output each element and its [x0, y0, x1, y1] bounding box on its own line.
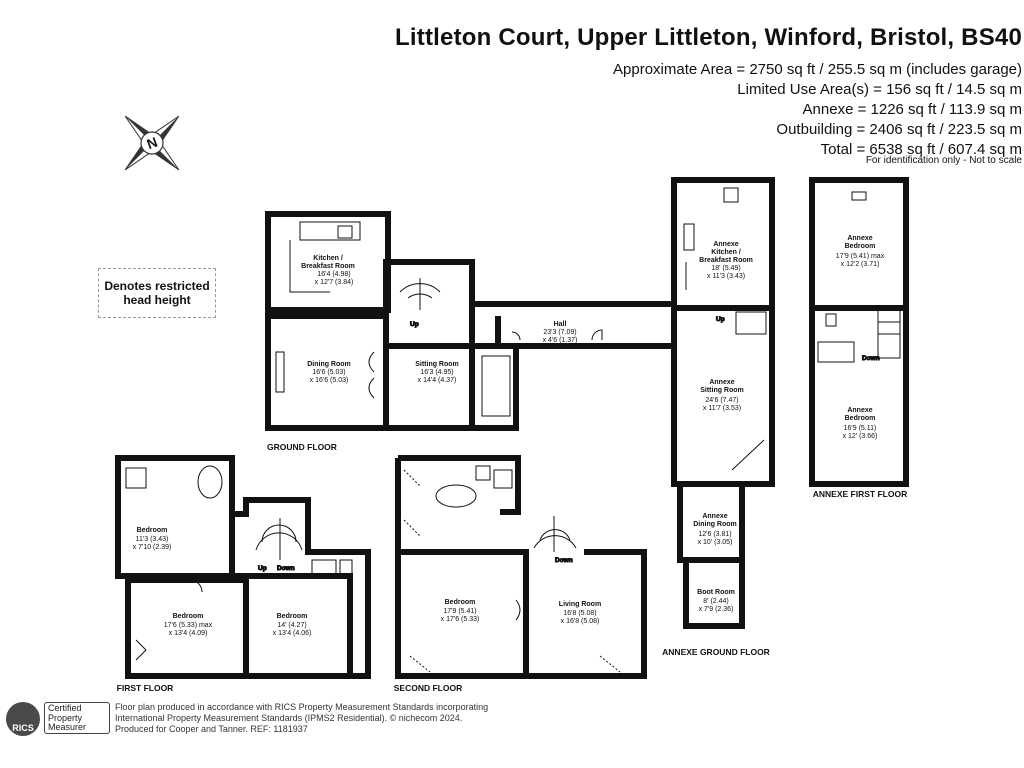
annexe-first-floor-details: [817, 309, 901, 363]
scale-note: For identification only - Not to scale: [865, 155, 1022, 166]
area-total: Total = 6538 sq ft / 607.4 sq m: [820, 141, 1022, 158]
area-limited-use: Limited Use Area(s) = 156 sq ft / 14.5 s…: [737, 81, 1022, 98]
hall-dim-2: x 4'6 (1.37): [543, 337, 578, 344]
ground-floor-plan: [265, 211, 676, 431]
ff-stair-down-label: Down: [277, 565, 295, 572]
annexe-dining-name-1: Annexe: [702, 513, 727, 520]
dining-name: Dining Room: [307, 361, 351, 368]
room-labels: Kitchen / Breakfast Room 16'4 (4.98) x 1…: [133, 235, 885, 637]
sf-living-name: Living Room: [559, 601, 601, 608]
area-summary: Approximate Area = 2750 sq ft / 255.5 sq…: [613, 60, 1022, 160]
sitting-name: Sitting Room: [415, 361, 459, 368]
boot-room-name: Boot Room: [697, 589, 735, 596]
kitchen-dim-1: 16'4 (4.98): [317, 271, 350, 278]
boot-room-dim-2: x 7'9 (2.36): [699, 606, 734, 613]
annexe-stair-down-label: Down: [862, 355, 880, 362]
label-annexe-first-floor: ANNEXE FIRST FLOOR: [813, 489, 907, 499]
footer-line-1: Floor plan produced in accordance with R…: [115, 702, 489, 712]
ff-bed-right-dim-2: x 13'4 (4.06): [273, 630, 312, 637]
ff-stair-up-label: Up: [258, 565, 267, 572]
hall-dim-1: 23'3 (7.09): [543, 329, 576, 336]
footer-line-2: International Property Measurement Stand…: [115, 713, 463, 723]
annexe-bed1-name-2: Bedroom: [845, 243, 876, 250]
annexe-ground-floor-plan: [671, 177, 775, 629]
annexe-dining-name-2: Dining Room: [693, 521, 737, 528]
annexe-sitting-name-2: Sitting Room: [700, 387, 744, 394]
ground-floor-details: [275, 221, 603, 417]
kitchen-dim-2: x 12'7 (3.84): [315, 279, 354, 286]
sf-living-dim-1: 16'8 (5.08): [563, 610, 596, 617]
annexe-stair-up-label: Up: [716, 316, 725, 323]
first-floor-plan: [115, 455, 371, 679]
sf-bed-dim-1: 17'9 (5.41): [443, 608, 476, 615]
sitting-dim-1: 16'3 (4.95): [420, 369, 453, 376]
floor-labels: GROUND FLOOR FIRST FLOOR SECOND FLOOR AN…: [117, 442, 908, 693]
rics-logo-icon: RICS: [6, 702, 40, 736]
rics-badge: RICS Certified Property Measurer: [6, 702, 112, 738]
annexe-bed2-dim-1: 16'9 (5.11): [844, 425, 877, 432]
rics-certified-label: Certified Property Measurer: [44, 702, 110, 734]
annexe-bed2-name-1: Annexe: [847, 407, 872, 414]
annexe-sitting-dim-2: x 11'7 (3.53): [703, 405, 741, 412]
sf-bed-name: Bedroom: [445, 599, 476, 606]
annexe-kitchen-name-1: Annexe: [713, 241, 738, 248]
second-floor-details: [403, 465, 621, 673]
ff-bed-left-name: Bedroom: [173, 613, 204, 620]
annexe-bed1-name-1: Annexe: [847, 235, 872, 242]
first-floor-details: [125, 465, 353, 661]
gf-stair-up-label: Up: [410, 321, 419, 328]
page-title: Littleton Court, Upper Littleton, Winfor…: [395, 24, 1022, 51]
area-outbuilding: Outbuilding = 2406 sq ft / 223.5 sq m: [776, 121, 1022, 138]
dining-dim-2: x 16'6 (5.03): [310, 377, 349, 384]
sf-stair-down-label: Down: [555, 557, 573, 564]
label-first-floor: FIRST FLOOR: [117, 683, 174, 693]
annexe-sitting-name-1: Annexe: [709, 379, 734, 386]
ff-bed-left-dim-2: x 13'4 (4.09): [169, 630, 208, 637]
annexe-bed1-dim-2: x 12'2 (3.71): [841, 261, 880, 268]
ff-bed-small-dim-1: 11'3 (3.43): [136, 536, 169, 543]
annexe-kitchen-name-2: Kitchen /: [711, 249, 741, 256]
ff-bed-right-name: Bedroom: [277, 613, 308, 620]
compass-icon: N: [124, 115, 180, 171]
annexe-dining-dim-1: 12'6 (3.81): [698, 531, 731, 538]
ff-bed-right-dim-1: 14' (4.27): [277, 622, 306, 629]
ff-bed-left-dim-1: 17'6 (5.33) max: [164, 622, 213, 629]
annexe-sitting-dim-1: 24'6 (7.47): [705, 397, 738, 404]
kitchen-name-1: Kitchen /: [313, 255, 343, 262]
label-annexe-ground-floor: ANNEXE GROUND FLOOR: [662, 647, 770, 657]
annexe-ground-floor-details: [683, 187, 767, 471]
annexe-bed1-dim-1: 17'9 (5.41) max: [836, 253, 885, 260]
sitting-dim-2: x 14'4 (4.37): [418, 377, 457, 384]
annexe-bed2-name-2: Bedroom: [845, 415, 876, 422]
ff-bed-small-name: Bedroom: [137, 527, 168, 534]
sf-bed-dim-2: x 17'6 (5.33): [441, 616, 480, 623]
hall-name: Hall: [554, 321, 567, 328]
restricted-height-legend: Denotes restricted head height: [98, 268, 216, 318]
annexe-bed2-dim-2: x 12' (3.66): [843, 433, 878, 440]
footer-text: Floor plan produced in accordance with R…: [115, 702, 535, 735]
annexe-first-floor-plan: [809, 177, 909, 487]
annexe-kitchen-dim-2: x 11'3 (3.43): [707, 273, 745, 280]
annexe-kitchen-name-3: Breakfast Room: [699, 257, 753, 264]
area-annexe: Annexe = 1226 sq ft / 113.9 sq m: [802, 101, 1022, 118]
annexe-dining-dim-2: x 10' (3.05): [698, 539, 733, 546]
sf-living-dim-2: x 16'8 (5.08): [561, 618, 600, 625]
boot-room-dim-1: 8' (2.44): [703, 598, 728, 605]
second-floor-plan: [395, 455, 647, 679]
annexe-kitchen-dim-1: 18' (5.49): [711, 265, 740, 272]
area-approximate: Approximate Area = 2750 sq ft / 255.5 sq…: [613, 61, 1022, 78]
ff-bed-small-dim-2: x 7'10 (2.39): [133, 544, 172, 551]
label-ground-floor: GROUND FLOOR: [267, 442, 337, 452]
dining-dim-1: 16'6 (5.03): [312, 369, 345, 376]
footer-line-3: Produced for Cooper and Tanner. REF: 118…: [115, 724, 308, 734]
label-second-floor: SECOND FLOOR: [394, 683, 462, 693]
kitchen-name-2: Breakfast Room: [301, 263, 355, 270]
